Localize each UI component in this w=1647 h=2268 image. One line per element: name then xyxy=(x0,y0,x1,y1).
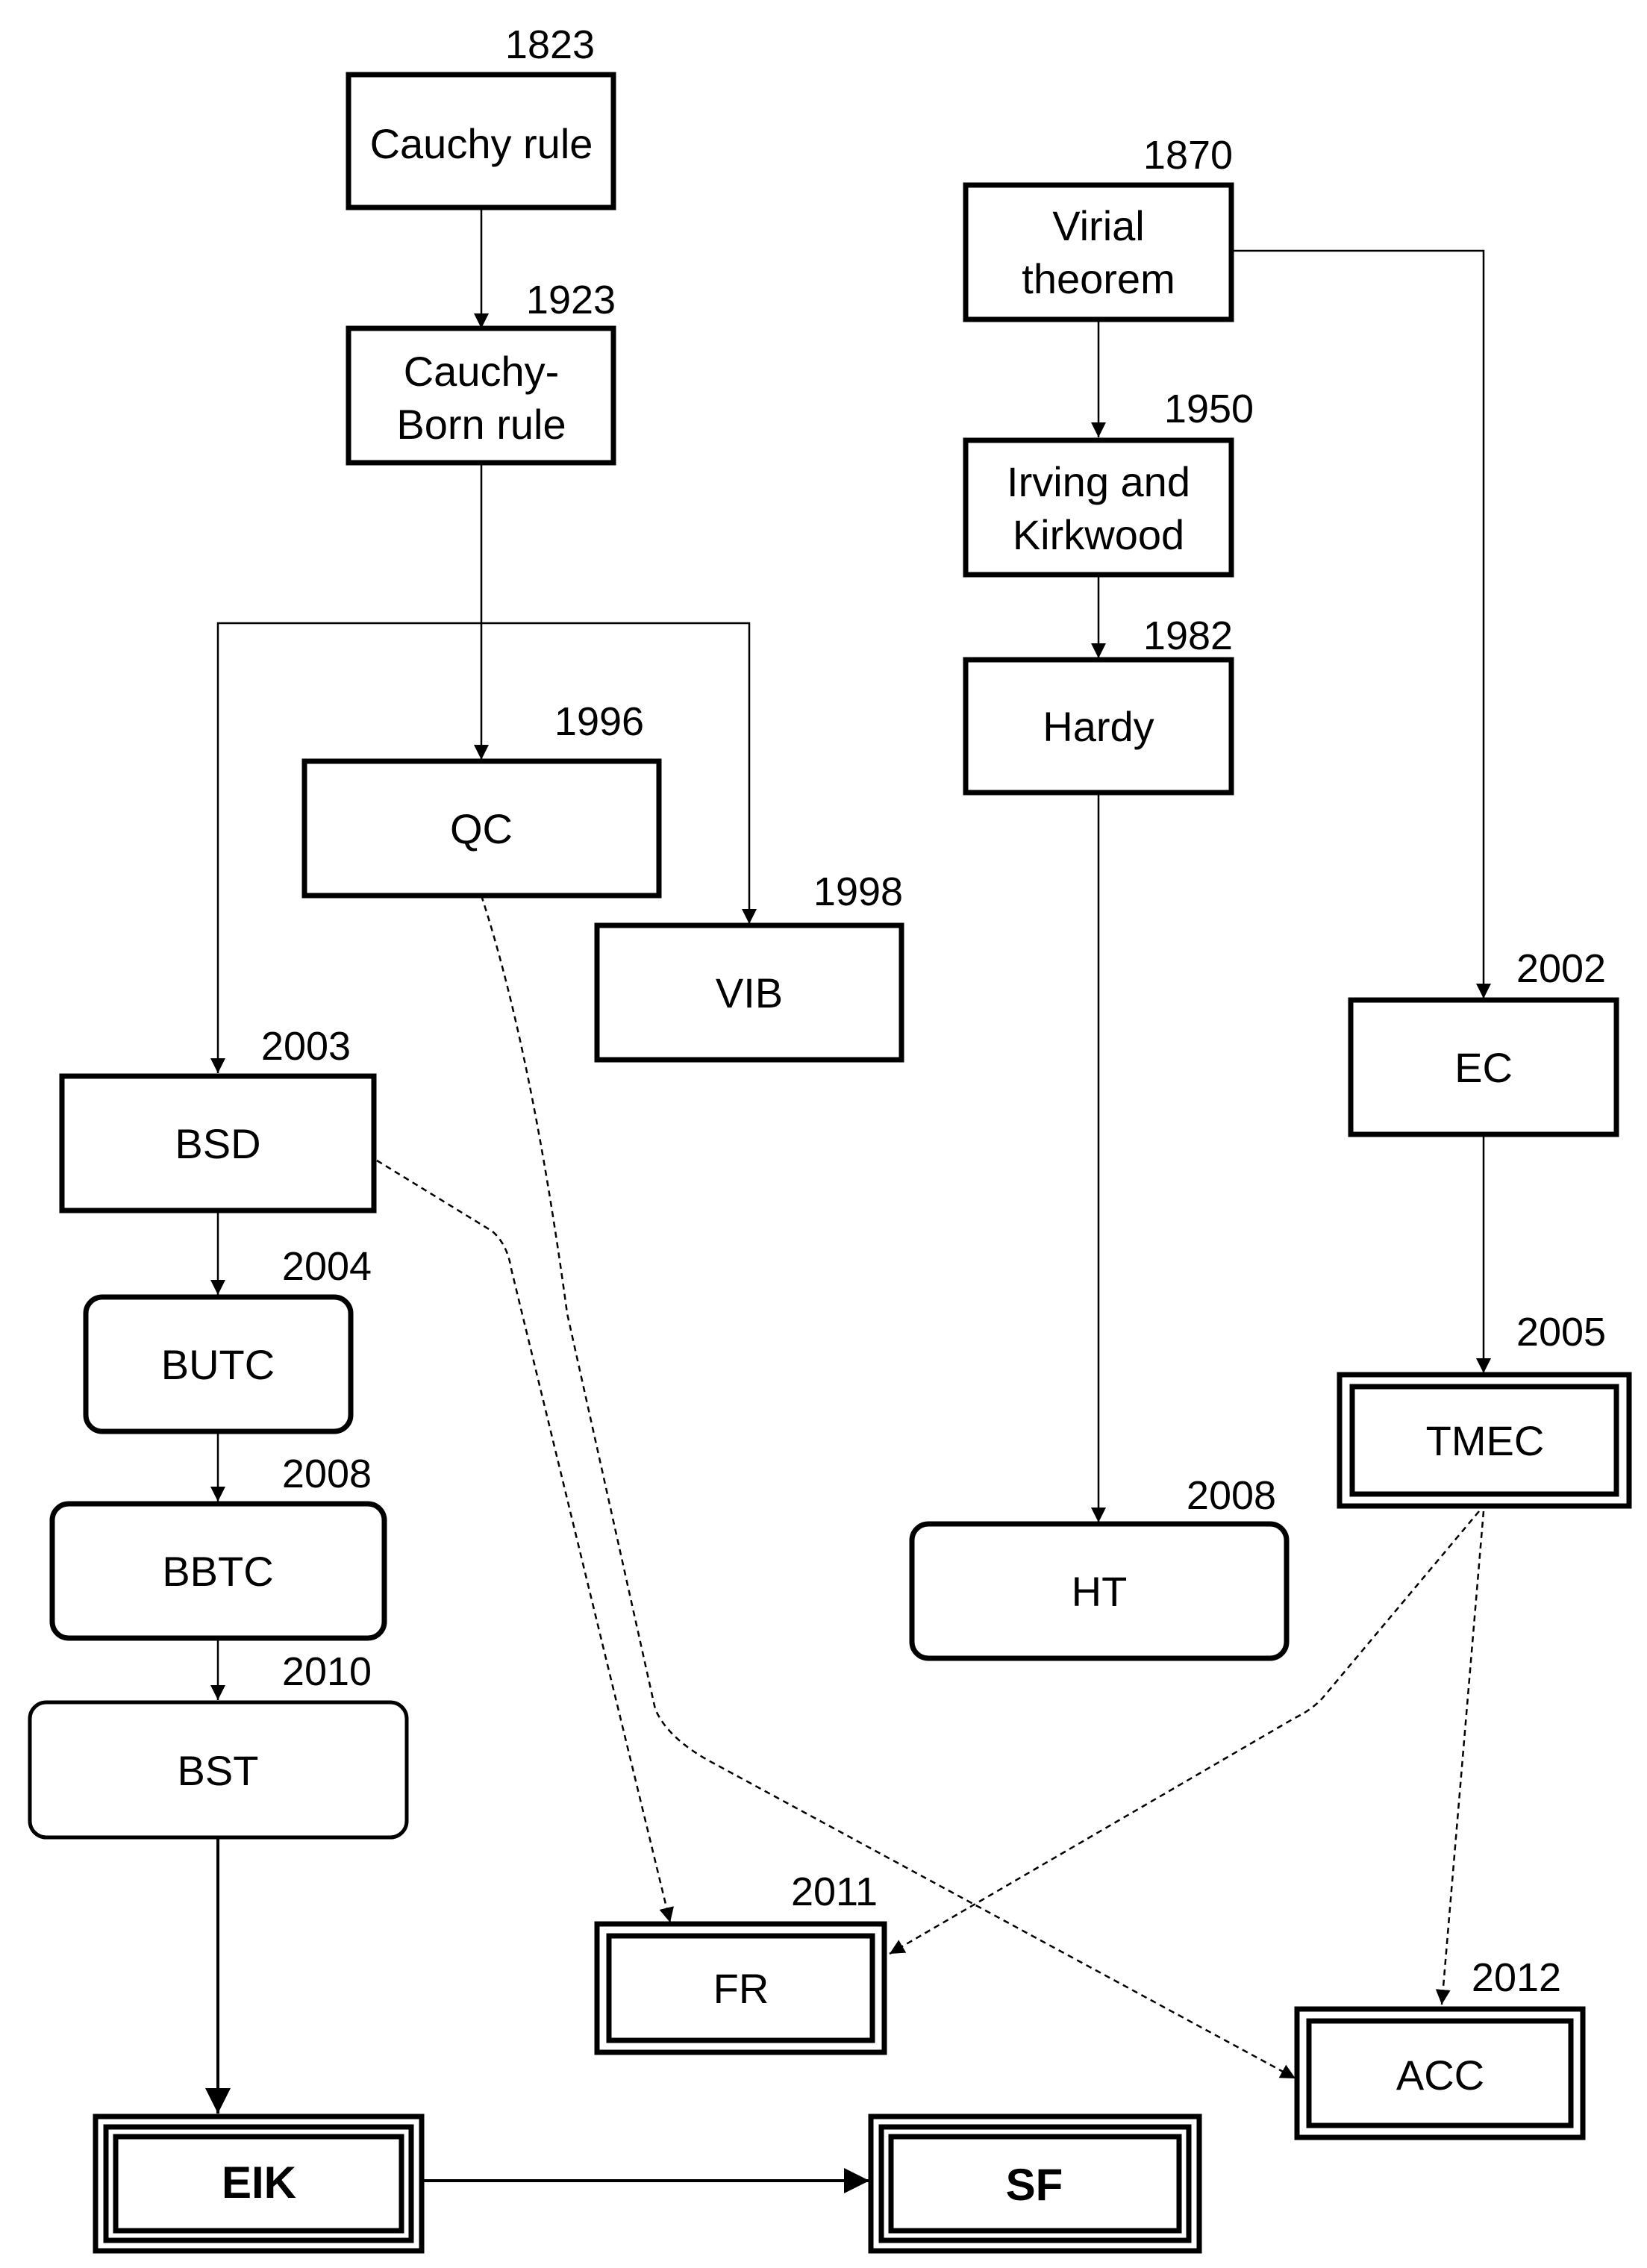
year-label: 2002 xyxy=(1516,946,1606,991)
node-label: EC xyxy=(1454,1044,1513,1091)
year-label: 2010 xyxy=(282,1649,372,1694)
node-bbtc: BBTC 2008 xyxy=(49,1452,387,1641)
node-label: BUTC xyxy=(161,1341,275,1388)
node-qc: QC 1996 xyxy=(301,699,662,899)
node-fr: FR 2011 xyxy=(594,1869,887,2055)
edge-virial-theorem-to-ec xyxy=(1231,249,1491,999)
node-label: SF xyxy=(1006,2160,1063,2210)
year-label: 2008 xyxy=(1187,1473,1276,1518)
node-label: Born rule xyxy=(396,401,566,448)
edge-tmec-to-fr xyxy=(889,1511,1480,1955)
year-label: 1998 xyxy=(813,869,903,914)
edge-qc-to-acc xyxy=(480,895,1296,2080)
year-label: 2012 xyxy=(1472,1955,1561,2000)
node-tmec: TMEC 2005 xyxy=(1337,1310,1632,1509)
node-irving-kirkwood: Irving and Kirkwood 1950 xyxy=(963,387,1254,578)
node-label: Cauchy rule xyxy=(370,120,593,167)
node-vib: VIB 1998 xyxy=(594,869,904,1063)
year-label: 1950 xyxy=(1164,387,1254,431)
node-label: BSD xyxy=(175,1120,260,1167)
year-label: 2008 xyxy=(282,1452,372,1496)
node-label: BBTC xyxy=(162,1548,273,1595)
node-label: Virial xyxy=(1052,202,1144,249)
node-eik: EIK xyxy=(93,2114,425,2254)
year-label: 2003 xyxy=(261,1024,351,1069)
year-label: 1923 xyxy=(526,278,616,322)
year-label: 2005 xyxy=(1516,1310,1606,1355)
node-label: QC xyxy=(450,805,513,852)
node-butc: BUTC 2004 xyxy=(83,1244,372,1434)
node-label: Cauchy- xyxy=(404,348,560,395)
node-label: HT xyxy=(1072,1568,1128,1615)
node-label: TMEC xyxy=(1426,1417,1545,1464)
year-label: 1823 xyxy=(505,22,595,67)
edge-bsd-to-fr xyxy=(376,1159,674,1923)
node-label: Kirkwood xyxy=(1013,511,1184,558)
year-label: 2011 xyxy=(791,1869,878,1914)
node-cauchy-rule: Cauchy rule 1823 xyxy=(346,22,616,210)
node-ec: EC 2002 xyxy=(1348,946,1619,1137)
node-label: BST xyxy=(178,1747,259,1794)
node-virial-theorem: Virial theorem 1870 xyxy=(963,133,1234,322)
node-sf: SF xyxy=(868,2114,1202,2254)
year-label: 2004 xyxy=(282,1244,372,1289)
node-acc: ACC 2012 xyxy=(1294,1955,1586,2140)
node-cauchy-born-rule: Cauchy- Born rule 1923 xyxy=(346,278,616,466)
year-label: 1996 xyxy=(554,699,644,744)
node-label: VIB xyxy=(716,969,783,1016)
edge-cauchy-born-rule-to-bsd xyxy=(210,622,481,1073)
year-label: 1870 xyxy=(1143,133,1233,178)
edges xyxy=(205,209,1491,2193)
node-label: Hardy xyxy=(1043,703,1154,750)
node-label: Irving and xyxy=(1007,458,1190,505)
year-label: 1982 xyxy=(1143,613,1233,658)
node-label: ACC xyxy=(1396,2052,1484,2099)
node-label: FR xyxy=(713,1965,769,2012)
node-bsd: BSD 2003 xyxy=(59,1024,377,1213)
node-label: theorem xyxy=(1022,255,1175,302)
node-label: EIK xyxy=(222,2158,296,2208)
node-ht: HT 2008 xyxy=(909,1473,1290,1661)
edge-cauchy-born-rule-to-vib xyxy=(481,622,757,924)
node-hardy: Hardy 1982 xyxy=(963,613,1234,796)
edge-tmec-to-acc xyxy=(1435,1511,1485,2005)
node-bst: BST 2010 xyxy=(28,1649,409,1840)
